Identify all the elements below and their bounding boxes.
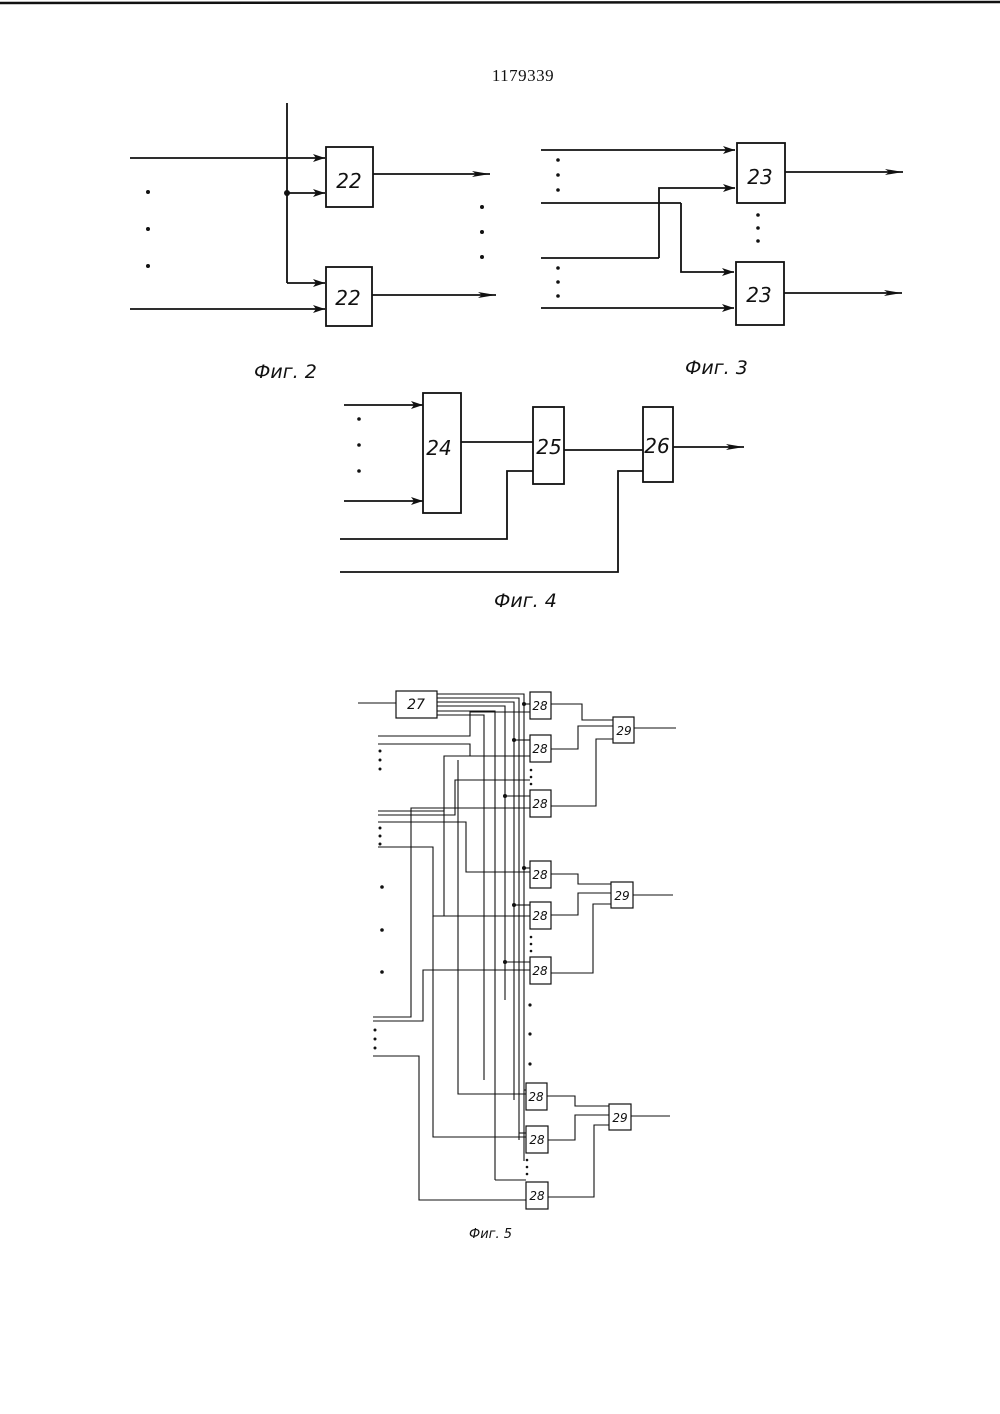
top-rule [0,2,1000,3]
block-22-top-label: 22 [336,169,361,193]
gate-28-3c-label: 28 [529,1189,545,1203]
combiner-29-1-label: 29 [616,724,631,738]
figure-3: 23 23 Фиг. 3 [541,143,903,379]
block-23-bottom-label: 23 [746,283,771,307]
figure-5: 27 [358,691,676,1242]
block-25-label: 25 [536,435,561,459]
caption-fig-4: Фиг. 4 [494,590,557,612]
gate-28-2a-label: 28 [532,868,548,882]
gate-28-2b-label: 28 [532,909,548,923]
figure-4: 24 25 26 Фиг. 4 [340,393,744,612]
combiner-29-2-label: 29 [614,889,629,903]
block-26-label: 26 [644,434,669,458]
figure-2: 22 22 Фиг. 2 [130,103,496,383]
gate-28-1c-label: 28 [532,797,548,811]
block-24-label: 24 [426,436,451,460]
block-27-label: 27 [407,697,425,713]
caption-fig-3: Фиг. 3 [685,357,748,379]
gate-28-2c-label: 28 [532,964,548,978]
caption-fig-2: Фиг. 2 [254,361,317,383]
gate-28-1a-label: 28 [532,699,548,713]
gate-28-3a-label: 28 [528,1090,544,1104]
gate-28-1b-label: 28 [532,742,548,756]
combiner-29-3-label: 29 [612,1111,627,1125]
block-23-top-label: 23 [747,165,772,189]
gate-28-3b-label: 28 [529,1133,545,1147]
caption-fig-5: Фиг. 5 [469,1227,512,1242]
block-22-bottom-label: 22 [335,286,360,310]
